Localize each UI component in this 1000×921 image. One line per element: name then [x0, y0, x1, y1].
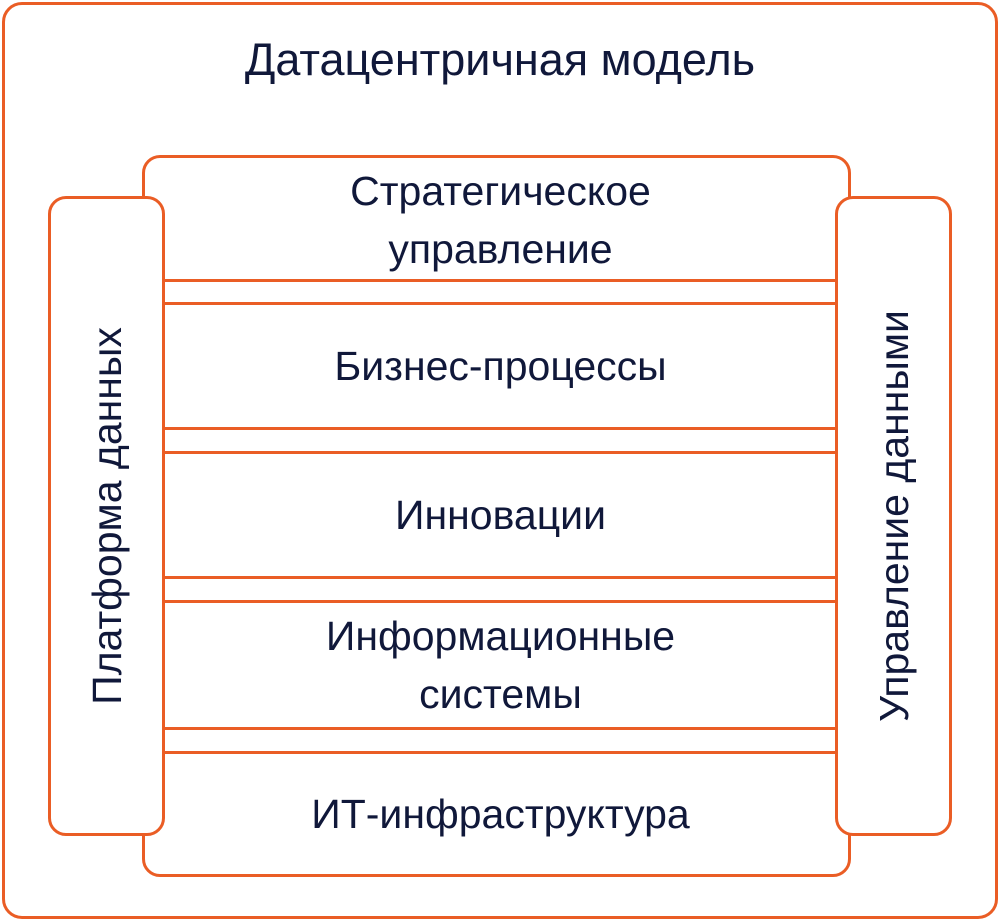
layer-label: ИТ-инфраструктура [311, 791, 690, 837]
diagram-title: Датацентричная модель [244, 34, 756, 85]
layer-divider [164, 727, 837, 730]
layer-label: Бизнес-процессы [334, 343, 667, 389]
layer-label: Информационные [325, 613, 676, 659]
layer-divider [164, 279, 837, 282]
layer-label: управление [388, 226, 613, 272]
layer-it-infrastructure: ИТ-инфраструктура [164, 754, 837, 874]
layer-divider [164, 751, 837, 754]
layer-divider [164, 576, 837, 579]
data-management-label: Управление данными [870, 310, 917, 722]
data-management-pillar: Управление данными [835, 196, 952, 836]
layer-label: системы [419, 671, 582, 717]
data-platform-label: Платформа данных [83, 327, 130, 705]
layer-strategic-management: Стратегическое управление [164, 161, 837, 279]
layer-divider [164, 302, 837, 305]
layer-label: Инновации [395, 492, 606, 538]
data-platform-pillar: Платформа данных [48, 196, 165, 836]
layers-stack [142, 155, 851, 877]
layer-divider [164, 600, 837, 603]
layer-information-systems: Информационные системы [164, 603, 837, 727]
layer-label: Стратегическое [350, 168, 651, 214]
layer-divider [164, 427, 837, 430]
layer-innovations: Инновации [164, 454, 837, 576]
layer-business-processes: Бизнес-процессы [164, 305, 837, 427]
layer-divider [164, 451, 837, 454]
